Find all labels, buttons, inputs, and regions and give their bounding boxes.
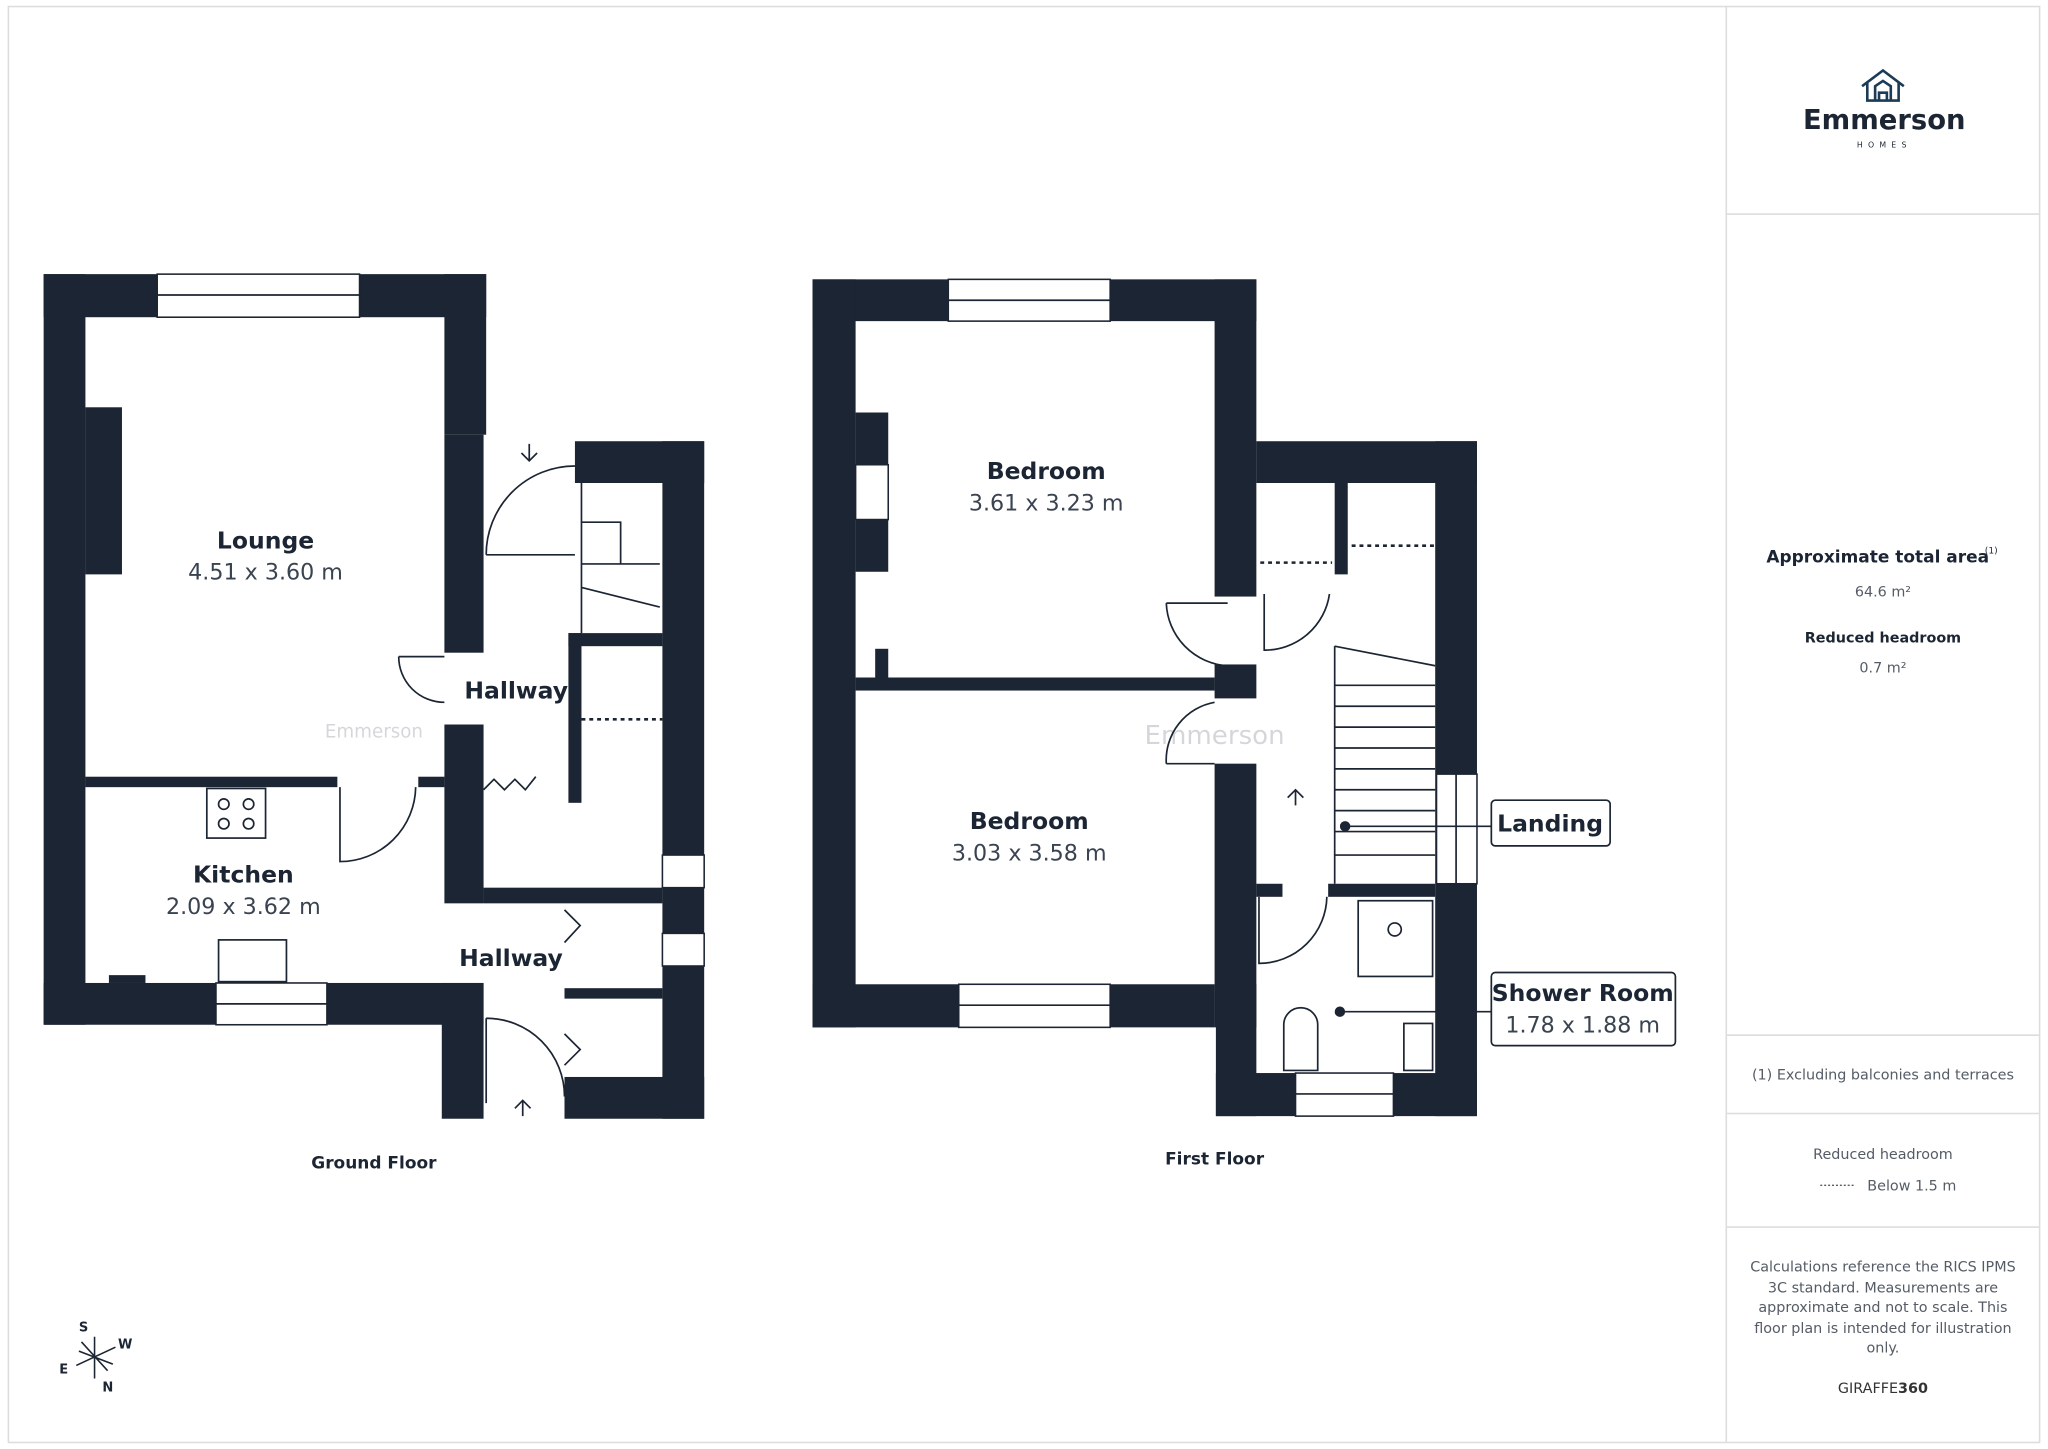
reduced-headroom-label: Reduced headroom (1805, 630, 1961, 646)
room-dims-bedroom: 3.61 x 3.23 m (969, 490, 1124, 516)
svg-text:W: W (118, 1337, 132, 1352)
room-name-hallway: Hallway (464, 676, 568, 704)
room-name-lounge: Lounge (217, 526, 314, 554)
room-dims-shower-room: 1.78 x 1.88 m (1505, 1013, 1660, 1039)
svg-text:Emmerson: Emmerson (1803, 105, 1966, 136)
legend-item: Below 1.5 m (1867, 1179, 1956, 1195)
room-name-hallway: Hallway (459, 944, 563, 972)
svg-text:E: E (59, 1362, 68, 1377)
ground-floor-plan: Lounge 4.51 x 3.60 m Kitchen 2.09 x 3.62… (43, 273, 705, 1173)
sheet-border (7, 5, 2041, 1444)
room-name-landing: Landing (1497, 810, 1603, 838)
brand-logo: Emmerson HOMES (1803, 68, 1966, 150)
first-floor-plan: Bedroom 3.61 x 3.23 m Bedroom 3.03 x 3.5… (812, 278, 1677, 1169)
compass-icon: S W E N (59, 1321, 132, 1396)
svg-text:HOMES: HOMES (1857, 141, 1912, 150)
disclaimer-line: floor plan is intended for illustration (1754, 1321, 2011, 1337)
room-name-kitchen: Kitchen (193, 860, 294, 888)
watermark-logo: Emmerson Emmerson (325, 721, 1285, 751)
total-area-value: 64.6 m² (1855, 585, 1911, 601)
shower-room-label-box (1490, 971, 1677, 1047)
room-dims-kitchen: 2.09 x 3.62 m (166, 894, 321, 920)
svg-text:N: N (102, 1381, 113, 1396)
disclaimer-line: Calculations reference the RICS IPMS (1750, 1259, 2015, 1275)
svg-text:Emmerson: Emmerson (325, 722, 423, 743)
footnote: (1) Excluding balconies and terraces (1752, 1068, 2014, 1084)
disclaimer-line: only. (1867, 1340, 1900, 1356)
svg-text:S: S (79, 1321, 88, 1336)
svg-text:Emmerson: Emmerson (1144, 721, 1284, 751)
room-dims-lounge: 4.51 x 3.60 m (188, 560, 343, 586)
room-name-shower-room: Shower Room (1492, 979, 1674, 1007)
room-name-bedroom: Bedroom (970, 807, 1089, 835)
disclaimer-line: approximate and not to scale. This (1758, 1300, 2007, 1316)
total-area-label: Approximate total area (1766, 548, 1989, 568)
floor-label-ground: Ground Floor (311, 1153, 437, 1173)
giraffe360-credit: GIRAFFE360 (1838, 1381, 1928, 1397)
landing-label-box (1490, 799, 1611, 847)
reduced-headroom-value: 0.7 m² (1859, 660, 1906, 676)
disclaimer-line: 3C standard. Measurements are (1768, 1280, 1998, 1296)
room-name-bedroom: Bedroom (987, 457, 1106, 485)
info-panel: Emmerson HOMES Approximate total area (1… (1725, 6, 2040, 1443)
room-dims-bedroom: 3.03 x 3.58 m (952, 840, 1107, 866)
total-area-note: (1) (1985, 546, 1998, 556)
floor-label-first: First Floor (1165, 1149, 1265, 1169)
legend-title: Reduced headroom (1813, 1147, 1953, 1163)
